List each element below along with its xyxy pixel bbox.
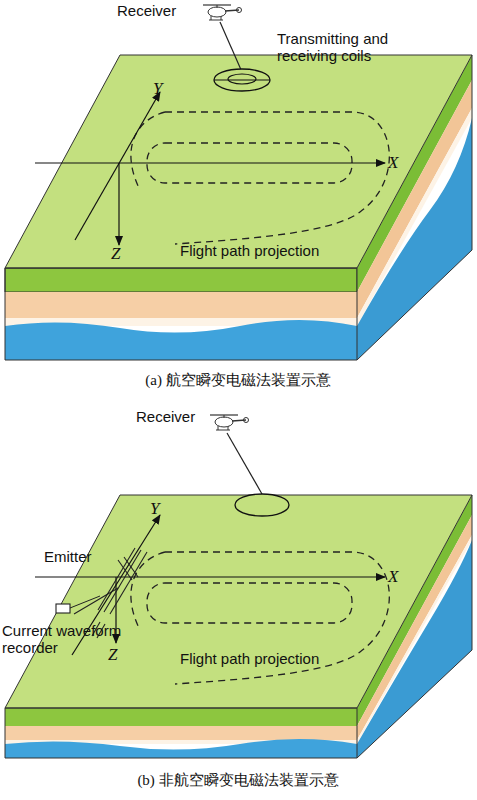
ground-block-b	[5, 415, 472, 758]
receiver-label: Receiver	[117, 2, 176, 19]
path-label: Flight path projection	[180, 242, 319, 259]
path-label: Flight path projection	[180, 650, 319, 667]
coil-label: Transmitting and receiving coils	[277, 30, 412, 64]
caption: (b) 非航空瞬变电磁法装置示意	[137, 772, 338, 789]
axis-label: X	[388, 154, 398, 171]
recorder-label: Current waveform recorder	[2, 622, 142, 656]
axis-label: Y	[150, 500, 159, 517]
axis-label: Z	[111, 245, 120, 262]
axis-label: Y	[153, 80, 162, 97]
axis-label: X	[388, 568, 398, 585]
caption: (a) 航空瞬变电磁法装置示意	[145, 372, 330, 389]
axis-label: Z	[108, 646, 117, 663]
ground-block-a	[5, 5, 472, 360]
receiver-label: Receiver	[136, 408, 195, 425]
emitter-label: Emitter	[44, 548, 92, 565]
